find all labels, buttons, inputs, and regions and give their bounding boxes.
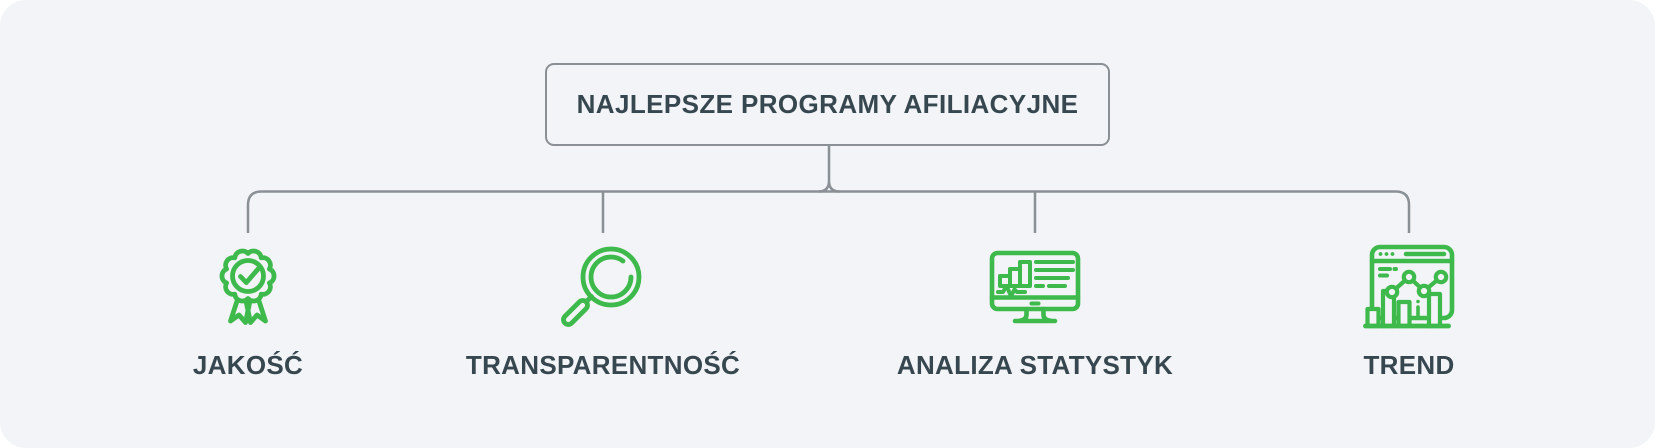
- branch-label: TREND: [1363, 350, 1455, 380]
- root-node-title: NAJLEPSZE PROGRAMY AFILIACYJNE: [576, 89, 1079, 119]
- branch-label: ANALIZA STATYSTYK: [896, 350, 1174, 380]
- branch-jakosc: JAKOŚĆ: [68, 238, 428, 381]
- content-lines: [1378, 267, 1398, 278]
- trend-polyline: [1384, 269, 1449, 300]
- monitor-frame: [989, 250, 1081, 324]
- branch-rail-line: [246, 190, 1411, 233]
- branch-label: TRANSPARENTNOŚĆ: [465, 350, 741, 380]
- handle-grip: [561, 298, 590, 327]
- monitor-stand: [1012, 306, 1058, 324]
- trend-bars: [1363, 288, 1451, 329]
- branch-trend: TREND: [1229, 238, 1589, 381]
- info-dot: [1416, 299, 1420, 304]
- lens-inner-ring: [588, 254, 634, 300]
- screen-text-lines: [1034, 260, 1075, 288]
- handle-neck: [585, 294, 594, 303]
- screen-pulse-line: [996, 284, 1027, 298]
- award-ribbon-icon: [198, 238, 298, 338]
- monitor-statistics-icon: [985, 238, 1085, 338]
- branch-label: JAKOŚĆ: [192, 350, 304, 380]
- browser-window: [1369, 244, 1455, 321]
- badge-seal: [219, 248, 277, 304]
- browser-dots: [1378, 252, 1395, 256]
- root-stem-line: [818, 146, 840, 193]
- trend-graph-icon: [1359, 238, 1459, 338]
- ribbon-tails: [228, 292, 268, 325]
- magnifier-icon: [553, 238, 653, 338]
- branch-transparentnosc: TRANSPARENTNOŚĆ: [423, 238, 783, 381]
- lens-outer-ring: [580, 246, 642, 308]
- root-node: NAJLEPSZE PROGRAMY AFILIACYJNE: [545, 63, 1110, 146]
- check-mark: [238, 266, 261, 285]
- screen-bar-chart: [998, 260, 1032, 288]
- branch-analiza-statystyk: ANALIZA STATYSTYK: [855, 238, 1215, 381]
